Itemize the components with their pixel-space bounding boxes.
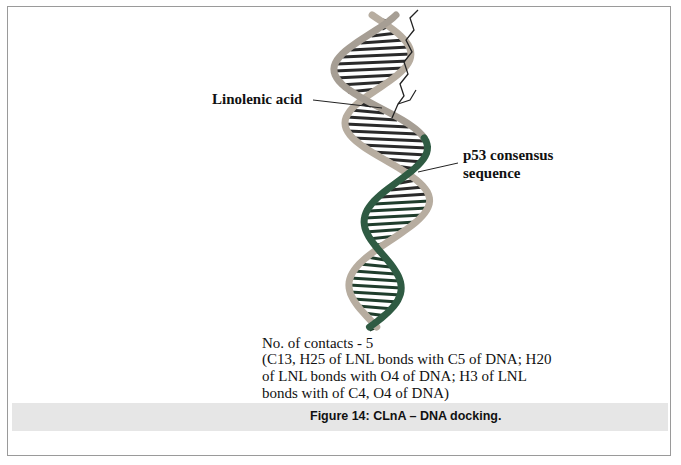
base-pair xyxy=(347,131,418,134)
base-pair xyxy=(336,61,409,64)
base-pair xyxy=(354,271,396,274)
base-pair xyxy=(359,264,390,267)
leader-line xyxy=(418,163,458,172)
base-pair xyxy=(369,208,428,211)
base-pair xyxy=(382,194,429,197)
base-pair xyxy=(334,68,405,71)
base-pair xyxy=(361,40,405,43)
base-pair xyxy=(365,215,423,218)
base-pair xyxy=(342,54,411,57)
linolenic-acid-branch xyxy=(398,90,416,104)
base-pair xyxy=(374,201,429,204)
sequence-label: p53 consensus sequence xyxy=(463,146,573,182)
base-pair xyxy=(349,285,401,288)
leader-line xyxy=(313,100,382,108)
backbone-strand xyxy=(364,138,427,327)
base-pair xyxy=(353,299,398,302)
base-pair xyxy=(350,278,399,281)
figure-caption: Figure 14: CLnA – DNA docking. xyxy=(310,409,501,423)
base-pair xyxy=(335,75,397,78)
helix-strands xyxy=(334,15,430,327)
base-pair xyxy=(345,124,409,127)
contact-count: No. of contacts - 5 xyxy=(262,333,373,353)
base-pair xyxy=(350,292,401,295)
molecule-label: Linolenic acid xyxy=(212,91,302,108)
backbone-strand xyxy=(345,15,430,327)
base-pair xyxy=(353,138,425,141)
contact-details: (C13, H25 of LNL bonds with C5 of DNA; H… xyxy=(262,351,552,402)
linolenic-acid-molecule xyxy=(392,10,418,118)
base-pair xyxy=(350,47,409,50)
base-pair xyxy=(346,117,397,120)
